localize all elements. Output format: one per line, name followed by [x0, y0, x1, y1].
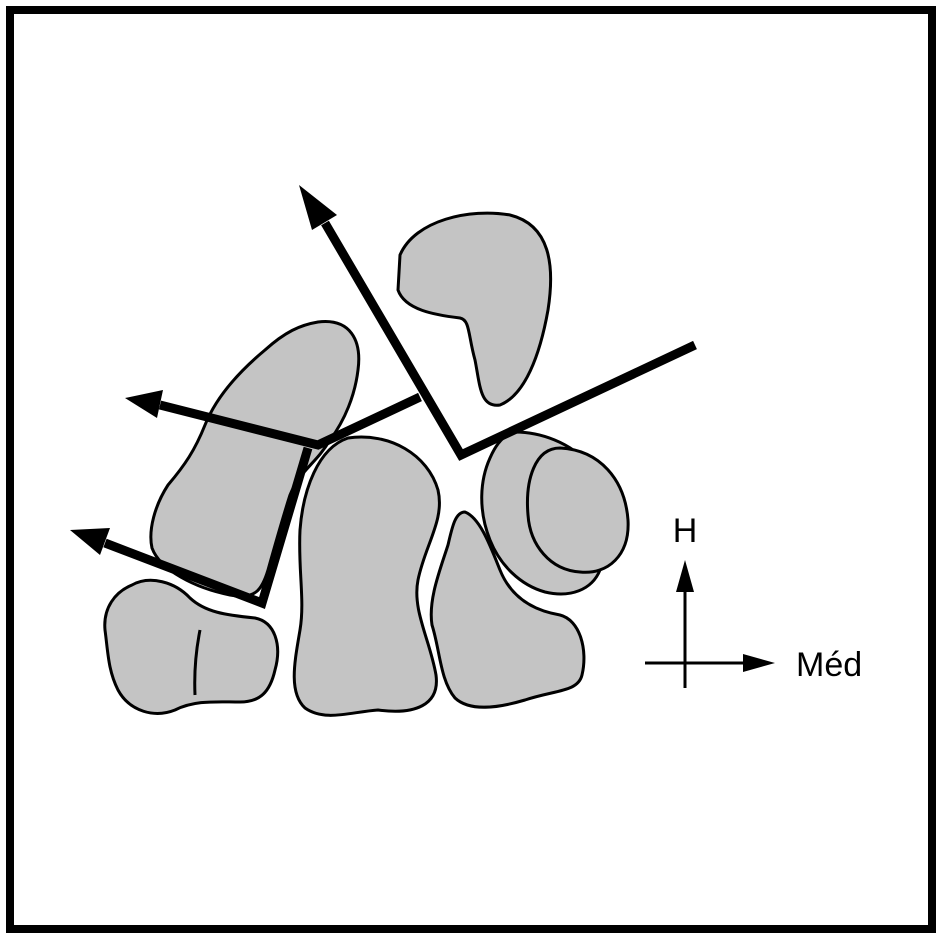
bone-center: [294, 437, 439, 715]
arrow-up-icon-head: [676, 560, 694, 592]
bone-right-inner: [527, 448, 628, 572]
arrowhead-lower: [70, 528, 110, 555]
vertical-axis-label: H: [673, 512, 698, 550]
arrowhead-top: [299, 185, 337, 230]
orientation-indicator: H Méd: [645, 512, 862, 688]
bone-top: [398, 213, 551, 405]
arrow-right-icon-head: [743, 654, 775, 672]
arrowhead-middle: [125, 390, 163, 418]
horizontal-axis-label: Méd: [796, 646, 862, 684]
